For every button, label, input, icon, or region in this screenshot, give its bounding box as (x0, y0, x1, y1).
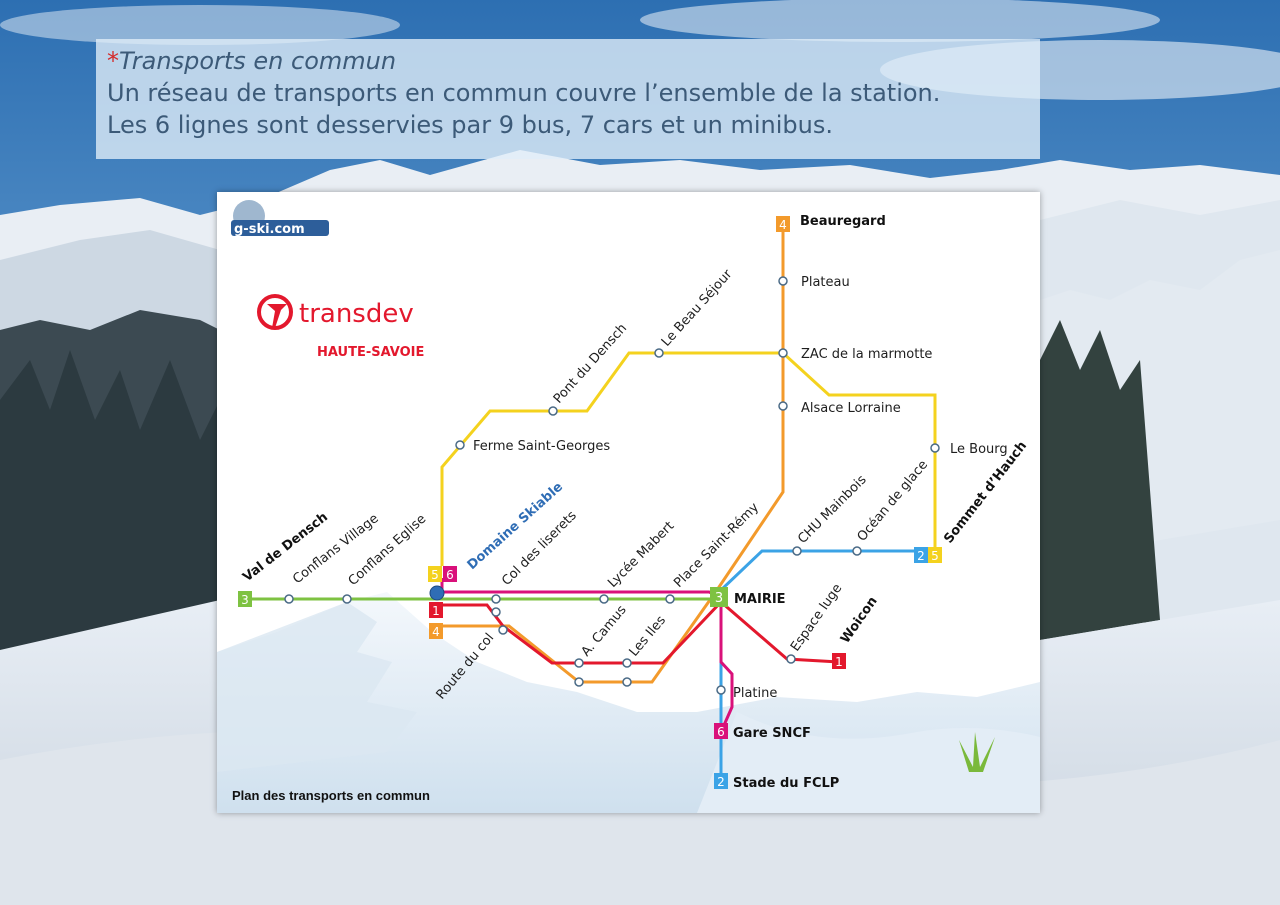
stop-conflanse (342, 594, 352, 604)
label-gare: Gare SNCF (733, 726, 811, 741)
svg-text:2: 2 (917, 549, 925, 563)
badge-line3-mairie: 3 (710, 587, 728, 607)
stop-plateau (778, 276, 788, 286)
svg-text:6: 6 (717, 725, 725, 739)
stop-pontdensch (548, 406, 558, 416)
stop-alsace (778, 401, 788, 411)
label-espace: Espace luge (788, 581, 845, 654)
svg-text:3: 3 (715, 591, 723, 606)
stop-domaine-skiable[interactable] (429, 585, 445, 601)
label-plateau: Plateau (801, 275, 850, 290)
svg-text:1: 1 (835, 655, 843, 669)
badge-line4-start: 4 (429, 623, 443, 639)
label-ferme: Ferme Saint-Georges (473, 439, 610, 454)
caption-title-text: Transports en commun (119, 47, 397, 75)
label-lebourg: Le Bourg (950, 442, 1008, 457)
stop-espace (786, 654, 796, 664)
stop-routecol (491, 607, 501, 617)
label-platine: Platine (733, 686, 777, 701)
stop-placesr (665, 594, 675, 604)
svg-text:4: 4 (779, 218, 787, 232)
svg-text:5: 5 (431, 568, 439, 582)
stop-lesiles-2 (622, 677, 632, 687)
badge-line5-start: 5 (428, 566, 442, 582)
line-1-route (443, 599, 840, 665)
stop-conflansv (284, 594, 294, 604)
stop-acamus-2 (574, 677, 584, 687)
label-ocean: Océan de glace (855, 457, 931, 544)
svg-text:6: 6 (446, 568, 454, 582)
label-lycee: Lycée Mabert (605, 519, 677, 591)
caption-line-2: Les 6 lignes sont desservies par 9 bus, … (107, 111, 833, 139)
label-valdensch: Val de Densch (240, 510, 331, 585)
stop-zac (778, 348, 788, 358)
line-4-route (442, 223, 785, 684)
svg-text:2: 2 (717, 775, 725, 789)
stop-chu (792, 546, 802, 556)
transdev-logo-subtext: HAUTE-SAVOIE (317, 345, 424, 360)
transdev-logo-text: transdev (299, 299, 414, 329)
caption-star: * (107, 47, 119, 75)
badge-line6-gare: 6 (714, 723, 728, 739)
stop-lycee (599, 594, 609, 604)
label-lesiles: Les Iles (627, 613, 670, 660)
badge-line6-start: 6 (443, 566, 457, 582)
label-woicon: Woicon (838, 594, 881, 646)
svg-text:5: 5 (931, 549, 939, 563)
stop-acamus (574, 658, 584, 668)
svg-text:4: 4 (432, 625, 440, 639)
line-6-route (440, 578, 734, 733)
badge-line1-woicon: 1 (832, 653, 846, 669)
stops (284, 276, 940, 695)
badge-line2-sommet: 2 (914, 547, 928, 563)
stop-lebourg (930, 443, 940, 453)
transport-map: 4 5 6 3 1 4 3 2 (217, 192, 1040, 813)
label-lebeau: Le Beau Séjour (659, 266, 736, 349)
label-mairie: MAIRIE (734, 592, 786, 607)
caption-box: *Transports en commun Un réseau de trans… (96, 39, 1040, 159)
stop-ferme (455, 440, 465, 450)
stop-lebeau (654, 348, 664, 358)
caption-line-1: Un réseau de transports en commun couvre… (107, 79, 941, 107)
map-footer-title: Plan des transports en commun (232, 788, 430, 803)
caption-title: *Transports en commun (107, 45, 1040, 77)
transport-map-svg: 4 5 6 3 1 4 3 2 (217, 200, 1040, 813)
stop-lesiles (622, 658, 632, 668)
stop-ocean (852, 546, 862, 556)
badge-line1-start: 1 (429, 602, 443, 618)
transdev-logo: transdev HAUTE-SAVOIE (257, 294, 424, 360)
gski-logo-text: g-ski.com (234, 222, 305, 237)
stop-routecol-2 (498, 625, 508, 635)
badge-line2-stade: 2 (714, 773, 728, 789)
badge-line5-sommet: 5 (928, 547, 942, 563)
gski-logo: g-ski.com (231, 200, 329, 237)
svg-text:1: 1 (432, 604, 440, 618)
label-zac: ZAC de la marmotte (801, 347, 932, 362)
label-alsace: Alsace Lorraine (801, 401, 901, 416)
stop-colliserets (491, 594, 501, 604)
label-beauregard: Beauregard (800, 214, 886, 229)
svg-text:3: 3 (241, 593, 249, 607)
label-pontdensch: Pont du Densch (551, 321, 630, 407)
badge-line3-valdensch: 3 (238, 591, 252, 607)
badge-line4-beauregard: 4 (776, 216, 790, 232)
stop-platine (716, 685, 726, 695)
label-stade: Stade du FCLP (733, 776, 839, 791)
grass-icon (959, 732, 995, 772)
label-acamus: A. Camus (579, 603, 630, 660)
